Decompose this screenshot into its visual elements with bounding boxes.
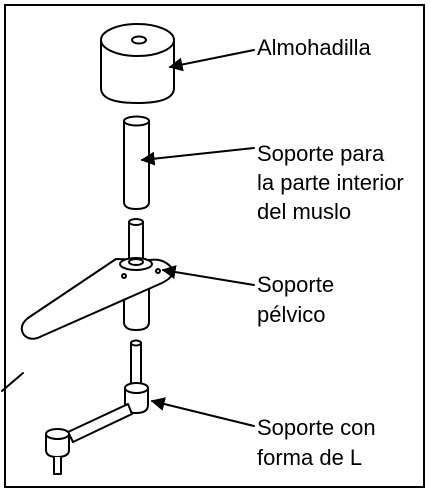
l-shape-label-line1: Soporte con — [257, 415, 376, 440]
edge-stroke — [1, 372, 24, 392]
inner-thigh-label-line1: Soporte para — [257, 141, 385, 166]
diagram-frame — [4, 4, 425, 488]
pelvic-support-pin — [119, 218, 153, 271]
cushion-label: Almohadilla — [257, 35, 371, 60]
l-shape-arrow — [150, 397, 255, 427]
cushion-arrow — [168, 49, 255, 72]
cushion-part — [100, 23, 175, 104]
inner-thigh-label-line3: del muslo — [257, 199, 352, 224]
l-shape-support-body — [45, 382, 149, 475]
l-shape-label-line2: forma de L — [257, 445, 363, 470]
pelvic-arrow — [161, 265, 255, 286]
inner-thigh-support-part — [123, 115, 150, 210]
inner-thigh-label-line2: la parte interior — [257, 170, 404, 195]
pelvic-label-line1: Soporte — [257, 272, 335, 297]
pelvic-support-arm — [20, 258, 174, 340]
inner-thigh-arrow — [140, 147, 255, 166]
pelvic-label-line2: pélvico — [257, 302, 326, 327]
l-shape-support-pin — [130, 339, 142, 386]
